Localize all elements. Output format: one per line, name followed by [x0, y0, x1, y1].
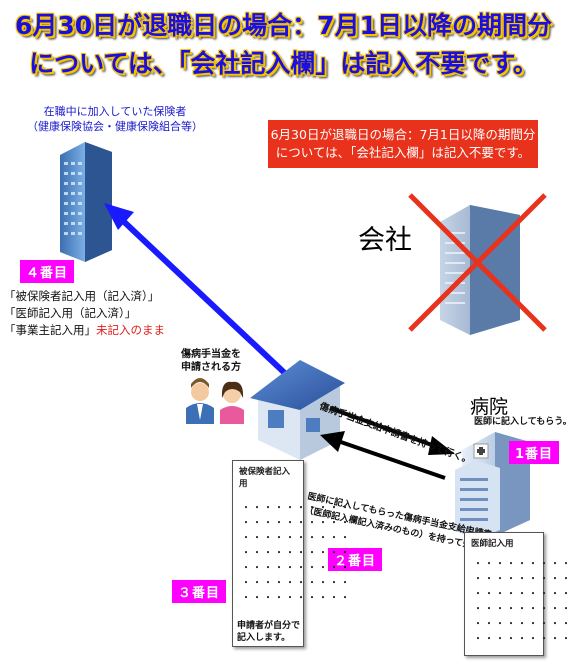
insured-form-line: ・・・・・・・・・・: [241, 563, 351, 574]
doctor-form-line: ・・・・・・・・・・: [473, 559, 567, 570]
to-hospital-arrow: [329, 406, 455, 455]
submit-arrow: [104, 203, 293, 381]
step3-badge: ３番目: [172, 580, 227, 603]
insured-form-line: ・・・・・・・・・・: [241, 593, 351, 604]
doctor-form-line: ・・・・・・・・・・: [473, 604, 567, 615]
company-label: 会社: [358, 225, 412, 256]
insured-form-line: ・・・・・・・・・・: [241, 503, 351, 514]
document-item-doctor: 「医師記入用（記入済）」: [4, 306, 137, 320]
document-item-employer: 「事業主記入用」未記入のまま: [4, 322, 165, 339]
company-building-icon: [440, 205, 520, 335]
insured-form-line: ・・・・・・・・・・: [241, 518, 351, 529]
doctor-form-title: 医師記入用: [471, 539, 514, 549]
notice-line2: については、「会社記入欄」は記入不要です。: [275, 145, 531, 160]
step1-badge: 1番目: [509, 441, 560, 464]
doctor-form-line: ・・・・・・・・・・: [473, 589, 567, 600]
document-item-employer-label: 「事業主記入用」: [4, 323, 96, 337]
notice-line1: 6月30日が退職日の場合：7月1日以降の期間分: [270, 127, 536, 142]
applicant-caption-line2: 申請される方: [181, 362, 241, 373]
not-required-cross-icon: [408, 193, 547, 332]
document-item-employer-status: 未記入のまま: [96, 323, 165, 337]
house-icon: [250, 360, 345, 460]
insurer-caption-line1: 在職中に加入していた保険者: [43, 105, 187, 118]
insured-form-note-line1: 申請者が自分で: [237, 621, 301, 631]
insured-form-title: 被保険者記入用: [239, 467, 291, 489]
applicant-caption-line1: 傷病手当金を: [181, 349, 241, 360]
insurer-caption: 在職中に加入していた保険者 （健康保険協会・健康保険組合等）: [0, 104, 230, 134]
step2-badge: ２番目: [328, 548, 383, 571]
insured-form: 被保険者記入用 ・・・・・・・・・・ ・・・・・・・・・・ ・・・・・・・・・・…: [232, 460, 351, 647]
insured-form-note: 申請者が自分で 記入します。: [233, 606, 303, 644]
hospital-note: 医師に記入してもらう。: [474, 417, 567, 427]
insurer-building-icon: [60, 142, 112, 262]
doctor-form: 医師記入用 ・・・・・・・・・・ ・・・・・・・・・・ ・・・・・・・・・・ ・…: [464, 532, 567, 656]
doctor-form-line: ・・・・・・・・・・: [473, 634, 567, 645]
title-line-2: については、「会社記入欄」は記入不要です。: [29, 49, 538, 78]
document-item-insured: 「被保険者記入用（記入済）」: [4, 289, 160, 303]
insurer-caption-line2: （健康保険協会・健康保険組合等）: [27, 120, 203, 133]
title-line-1: 6月30日が退職日の場合：7月1日以降の期間分: [15, 11, 552, 40]
return-arrow: [320, 431, 446, 480]
applicant-people-icon: [186, 378, 244, 424]
step4-badge: ４番目: [20, 260, 75, 283]
doctor-form-line: ・・・・・・・・・・: [473, 574, 567, 585]
insured-form-line: ・・・・・・・・・・: [241, 548, 351, 559]
applicant-caption: 傷病手当金を 申請される方: [181, 348, 241, 374]
insured-form-line: ・・・・・・・・・・: [241, 578, 351, 589]
notice-box: 6月30日が退職日の場合：7月1日以降の期間分 については、「会社記入欄」は記入…: [268, 120, 538, 168]
insured-form-line: ・・・・・・・・・・: [241, 533, 351, 544]
document-list: 「被保険者記入用（記入済）」 「医師記入用（記入済）」 「事業主記入用」未記入の…: [4, 288, 165, 339]
doctor-form-line: ・・・・・・・・・・: [473, 619, 567, 630]
hospital-label: 病院: [470, 396, 509, 418]
insured-form-note-line2: 記入します。: [237, 633, 291, 643]
